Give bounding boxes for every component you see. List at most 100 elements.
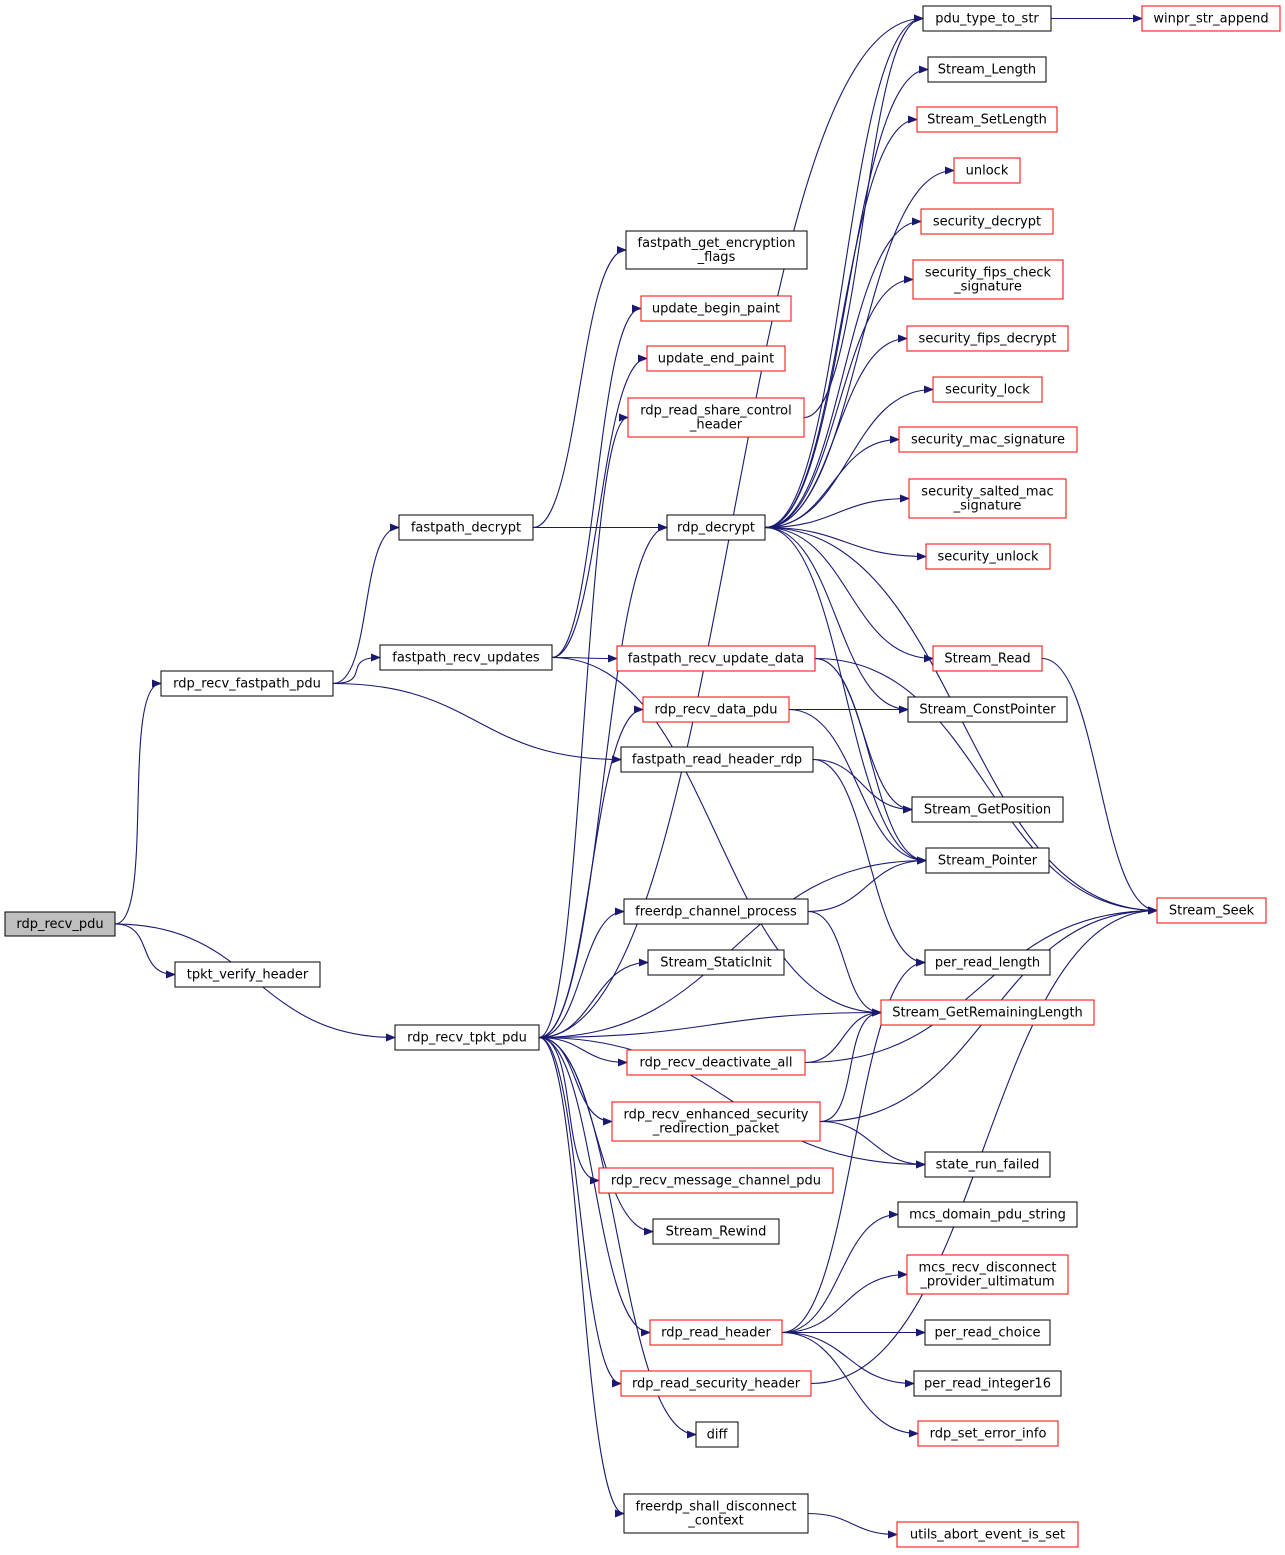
node-label: _header: [689, 418, 743, 433]
node-rdp_read_security_header[interactable]: rdp_read_security_header: [620, 1370, 812, 1397]
node-label: tpkt_verify_header: [187, 968, 309, 983]
edge-fastpath_read_header_rdp-to-per_read_length: [812, 758, 926, 967]
node-label: _signature: [953, 280, 1022, 295]
node-Stream_SetLength[interactable]: Stream_SetLength: [916, 106, 1058, 133]
node-label: security_lock: [945, 383, 1030, 398]
node-label: per_read_integer16: [924, 1377, 1051, 1392]
node-rdp_recv_enhanced_security_redirection_packet[interactable]: rdp_recv_enhanced_security_redirection_p…: [611, 1101, 821, 1142]
node-rdp_read_share_control_header[interactable]: rdp_read_share_control_header: [627, 397, 805, 438]
node-fastpath_recv_update_data[interactable]: fastpath_recv_update_data: [616, 645, 816, 672]
node-label: per_read_length: [935, 956, 1040, 971]
node-label: rdp_recv_deactivate_all: [639, 1056, 792, 1071]
node-rdp_decrypt[interactable]: rdp_decrypt: [666, 514, 766, 541]
node-label: rdp_recv_fastpath_pdu: [173, 677, 321, 692]
node-label: security_fips_decrypt: [919, 332, 1057, 347]
node-utils_abort_event_is_set[interactable]: utils_abort_event_is_set: [896, 1521, 1079, 1548]
node-security_fips_decrypt[interactable]: security_fips_decrypt: [906, 325, 1069, 352]
edge-rdp_recv_tpkt_pdu-to-Stream_StaticInit: [538, 958, 649, 1039]
node-label: pdu_type_to_str: [935, 12, 1039, 27]
node-security_mac_signature[interactable]: security_mac_signature: [898, 426, 1078, 453]
node-state_run_failed[interactable]: state_run_failed: [924, 1151, 1051, 1178]
node-rdp_recv_fastpath_pdu[interactable]: rdp_recv_fastpath_pdu: [160, 670, 334, 697]
node-label: fastpath_recv_updates: [392, 651, 540, 666]
edge-fastpath_recv_updates-to-update_end_paint: [551, 354, 648, 659]
edge-freerdp_shall_disconnect_context-to-utils_abort_event_is_set: [807, 1512, 898, 1539]
node-Stream_ConstPointer[interactable]: Stream_ConstPointer: [907, 696, 1068, 723]
node-label: Stream_GetPosition: [924, 803, 1051, 818]
edge-rdp_recv_tpkt_pdu-to-Stream_Pointer: [538, 856, 927, 1039]
node-fastpath_decrypt[interactable]: fastpath_decrypt: [398, 514, 534, 541]
node-winpr_str_append[interactable]: winpr_str_append: [1141, 5, 1281, 32]
node-update_begin_paint[interactable]: update_begin_paint: [640, 295, 792, 322]
node-rdp_recv_tpkt_pdu[interactable]: rdp_recv_tpkt_pdu: [394, 1024, 540, 1051]
node-label: rdp_read_share_control: [640, 404, 792, 419]
node-per_read_choice[interactable]: per_read_choice: [924, 1319, 1051, 1346]
node-box: [394, 1024, 540, 1051]
edge-rdp_decrypt-to-Stream_ConstPointer: [764, 526, 909, 714]
node-Stream_GetRemainingLength[interactable]: Stream_GetRemainingLength: [880, 999, 1095, 1026]
node-unlock[interactable]: unlock: [953, 157, 1021, 184]
edge-rdp_recv_tpkt_pdu-to-rdp_recv_deactivate_all: [538, 1036, 628, 1067]
edge-rdp_read_header-to-mcs_domain_pdu_string: [781, 1210, 899, 1334]
edge-rdp_recv_tpkt_pdu-to-freerdp_channel_process: [538, 907, 625, 1039]
node-label: fastpath_read_header_rdp: [632, 753, 802, 768]
node-box: [917, 1420, 1059, 1447]
node-pdu_type_to_str[interactable]: pdu_type_to_str: [922, 5, 1052, 32]
node-label: winpr_str_append: [1153, 12, 1268, 27]
node-security_decrypt[interactable]: security_decrypt: [920, 208, 1054, 235]
node-rdp_set_error_info[interactable]: rdp_set_error_info: [917, 1420, 1059, 1447]
node-security_lock[interactable]: security_lock: [932, 376, 1043, 403]
node-rdp_recv_data_pdu[interactable]: rdp_recv_data_pdu: [642, 696, 790, 723]
edge-rdp_recv_enhanced_security_redirection_packet-to-Stream_GetRemainingLength: [819, 1008, 882, 1123]
edge-rdp_recv_tpkt_pdu-to-freerdp_shall_disconnect_context: [538, 1036, 625, 1518]
node-rdp_recv_pdu[interactable]: rdp_recv_pdu: [4, 911, 116, 937]
node-security_unlock[interactable]: security_unlock: [925, 543, 1051, 570]
node-Stream_Length[interactable]: Stream_Length: [927, 56, 1047, 83]
node-diff[interactable]: diff: [695, 1421, 739, 1448]
node-Stream_Rewind[interactable]: Stream_Rewind: [652, 1218, 780, 1245]
node-box: [880, 999, 1095, 1026]
edge-Stream_Read-to-Stream_Seek: [1041, 657, 1158, 915]
node-per_read_length[interactable]: per_read_length: [924, 949, 1051, 976]
node-label: security_fips_check: [925, 266, 1052, 281]
node-label: freerdp_channel_process: [635, 905, 797, 920]
node-box: [908, 478, 1067, 519]
node-box: [616, 645, 816, 672]
edge-rdp_recv_deactivate_all-to-Stream_GetRemainingLength: [804, 1008, 882, 1064]
node-label: security_unlock: [937, 550, 1039, 565]
node-box: [913, 1370, 1062, 1397]
node-box: [896, 1521, 1079, 1548]
node-fastpath_read_header_rdp[interactable]: fastpath_read_header_rdp: [620, 746, 814, 773]
node-security_salted_mac_signature[interactable]: security_salted_mac_signature: [908, 478, 1067, 519]
node-box: [642, 696, 790, 723]
node-label: Stream_Length: [938, 63, 1036, 78]
edge-rdp_recv_fastpath_pdu-to-fastpath_read_header_rdp: [332, 682, 622, 764]
node-box: [953, 157, 1021, 184]
node-Stream_Seek[interactable]: Stream_Seek: [1156, 897, 1267, 924]
node-rdp_recv_deactivate_all[interactable]: rdp_recv_deactivate_all: [626, 1049, 806, 1076]
node-label: diff: [707, 1428, 729, 1443]
node-label: Stream_StaticInit: [660, 956, 772, 971]
node-mcs_domain_pdu_string[interactable]: mcs_domain_pdu_string: [897, 1201, 1078, 1228]
node-security_fips_check_signature[interactable]: security_fips_check_signature: [912, 259, 1064, 300]
node-fastpath_get_encryption_flags[interactable]: fastpath_get_encryption_flags: [625, 230, 808, 270]
node-rdp_recv_message_channel_pdu[interactable]: rdp_recv_message_channel_pdu: [598, 1167, 834, 1194]
node-fastpath_recv_updates[interactable]: fastpath_recv_updates: [379, 644, 553, 671]
node-label: mcs_recv_disconnect: [919, 1261, 1057, 1276]
node-per_read_integer16[interactable]: per_read_integer16: [913, 1370, 1062, 1397]
node-update_end_paint[interactable]: update_end_paint: [646, 345, 786, 372]
node-tpkt_verify_header[interactable]: tpkt_verify_header: [174, 961, 321, 988]
node-rdp_read_header[interactable]: rdp_read_header: [649, 1319, 783, 1346]
edge-rdp_recv_tpkt_pdu-to-rdp_read_header: [538, 1036, 651, 1337]
node-freerdp_shall_disconnect_context[interactable]: freerdp_shall_disconnect_context: [623, 1493, 809, 1534]
node-mcs_recv_disconnect_provider_ultimatum[interactable]: mcs_recv_disconnect_provider_ultimatum: [906, 1254, 1069, 1295]
node-Stream_GetPosition[interactable]: Stream_GetPosition: [911, 796, 1064, 823]
node-Stream_Pointer[interactable]: Stream_Pointer: [925, 847, 1050, 874]
node-Stream_StaticInit[interactable]: Stream_StaticInit: [647, 949, 785, 976]
node-freerdp_channel_process[interactable]: freerdp_channel_process: [623, 898, 809, 925]
node-box: [907, 696, 1068, 723]
node-box: [1141, 5, 1281, 32]
node-Stream_Read[interactable]: Stream_Read: [932, 645, 1043, 672]
node-box: [925, 847, 1050, 874]
